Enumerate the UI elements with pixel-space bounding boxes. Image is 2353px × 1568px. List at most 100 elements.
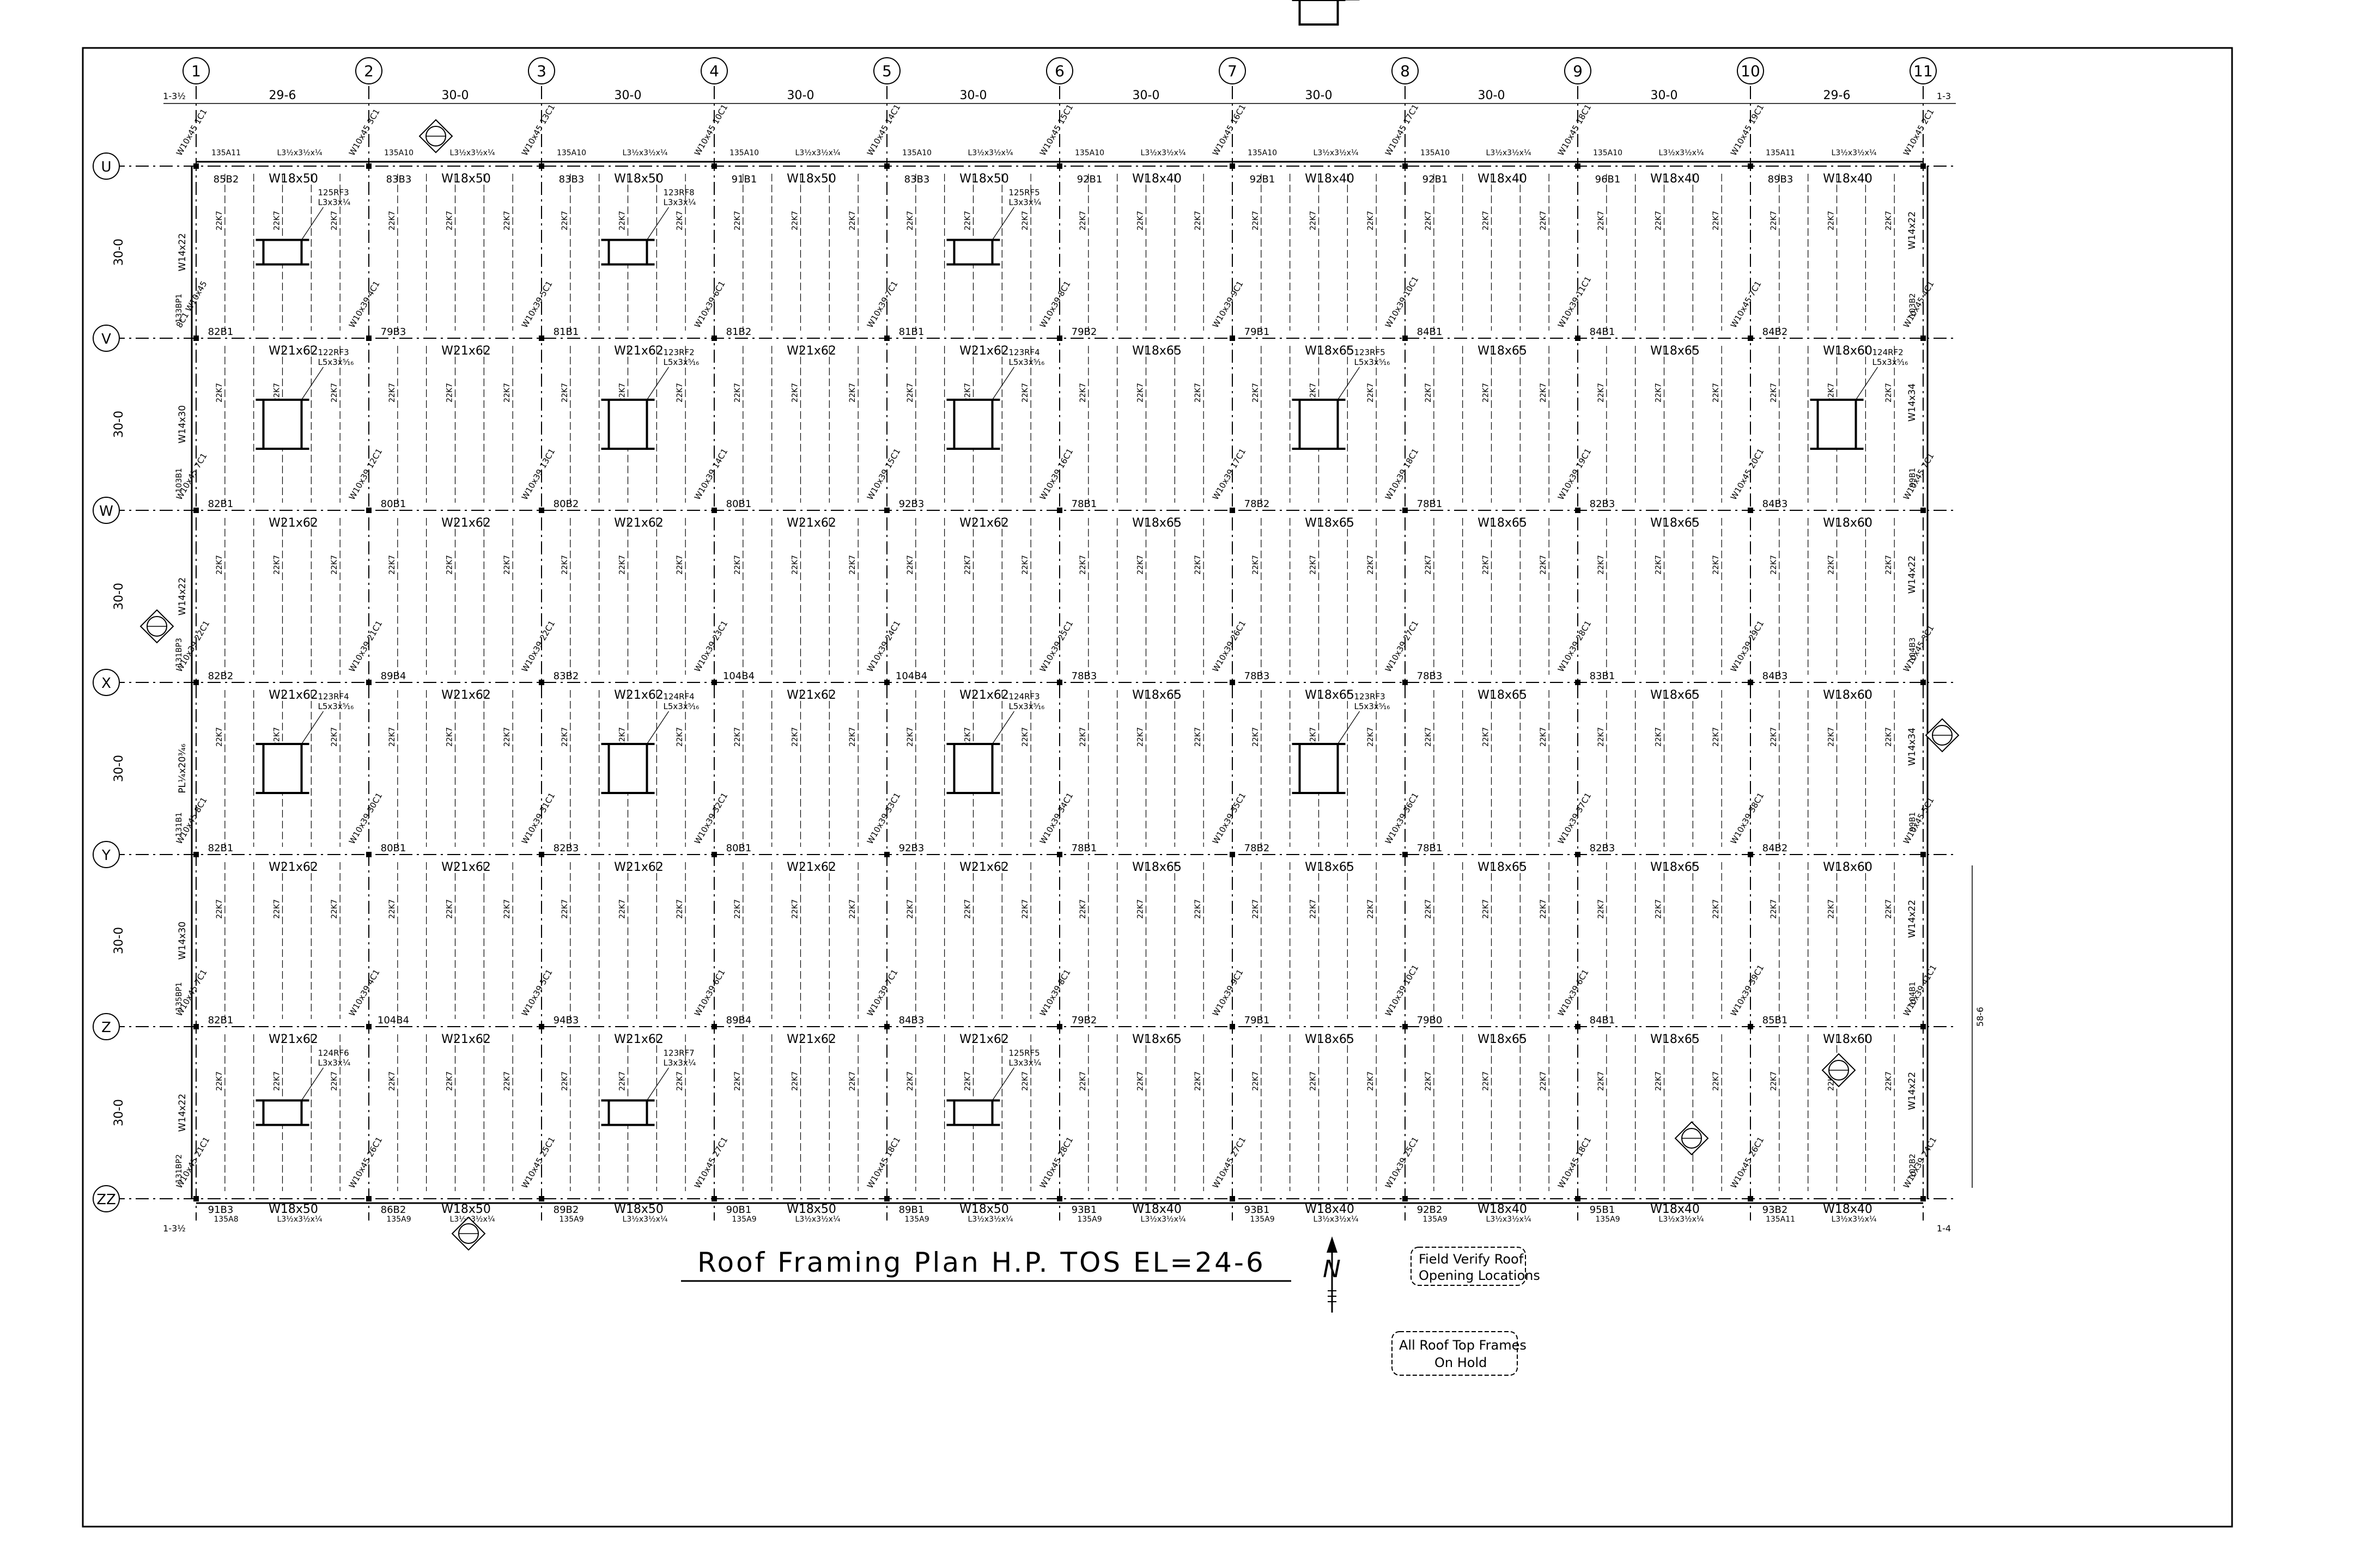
column-mark: W10x39 25C1	[1383, 1135, 1420, 1190]
joist-label: 22K7	[1655, 1071, 1663, 1091]
column-mark: W10x39 14C1	[692, 447, 729, 502]
joist-label: 22K7	[733, 211, 742, 230]
column-mark: W10x39 22C1	[520, 619, 557, 674]
joist-label: 22K7	[1597, 1071, 1606, 1091]
row-bubble-label-W: W	[99, 503, 113, 520]
joist-label: 22K7	[1251, 1071, 1260, 1091]
joist-label: 22K7	[1655, 555, 1663, 575]
girder-label: W21x62	[269, 344, 318, 358]
column-symbol	[1920, 335, 1926, 341]
joist-label: 22K7	[1770, 727, 1778, 747]
girder-label: W18x60	[1823, 516, 1872, 530]
edge-bottom-mark: 135A9	[904, 1215, 929, 1224]
field-verify-note-box	[1410, 1247, 1526, 1286]
column-bubble-label-8: 8	[1400, 62, 1410, 80]
beam-mark: 79B1	[1244, 326, 1270, 338]
joist-label: 22K7	[1770, 899, 1778, 919]
joist-label: 22K7	[1597, 383, 1606, 402]
joist-label: 22K7	[1539, 211, 1548, 230]
column-symbol	[884, 335, 890, 341]
column-spacing-2: 30-0	[442, 89, 469, 102]
girder-label: W21x62	[959, 861, 1009, 874]
frame-leader	[647, 1067, 669, 1101]
girder-label: W21x62	[787, 861, 836, 874]
girder-label: W21x62	[787, 688, 836, 702]
column-symbol	[1402, 680, 1408, 685]
joist-label: 22K7	[1136, 555, 1145, 575]
column-symbol	[1748, 1024, 1753, 1029]
column-symbol	[1057, 1196, 1062, 1201]
girder-label: W18x50	[269, 172, 318, 186]
beam-mark: 85B2	[214, 174, 239, 185]
joist-label: 22K7	[330, 555, 339, 575]
joist-label: 22K7	[1884, 555, 1893, 575]
column-symbol	[712, 163, 717, 169]
column-symbol	[366, 852, 372, 857]
joist-label: 22K7	[1366, 727, 1375, 747]
girder-label: W18x65	[1132, 516, 1182, 530]
girder-label: W18x65	[1305, 1033, 1354, 1046]
joist-label: 22K7	[1079, 1071, 1087, 1091]
right-edge-member: W14x34	[1907, 728, 1918, 766]
joist-label: 22K7	[1309, 727, 1318, 747]
joist-label: 22K7	[964, 727, 972, 747]
joist-label: 22K7	[1079, 555, 1087, 575]
column-mark: W10x45 7C1	[1729, 279, 1764, 330]
joist-label: 22K7	[1309, 1071, 1318, 1091]
right-dimension-label: 58-6	[1975, 1007, 1985, 1027]
grid-lines	[112, 86, 1956, 1221]
edge-bottom-angle: L3½x3½x¼	[795, 1215, 841, 1224]
beam-mark: 82B3	[554, 843, 579, 854]
frame-leader	[301, 367, 324, 400]
joist-label: 22K7	[1884, 1071, 1893, 1091]
beam-mark: 83B2	[554, 670, 579, 682]
edge-top-angle: L3½x3½x¼	[1486, 149, 1531, 157]
column-symbol	[884, 1024, 890, 1029]
frame-mark: 123RF4	[318, 692, 349, 701]
beam-mark: 84B1	[1417, 326, 1443, 338]
column-symbol	[1920, 508, 1926, 513]
roof-opening-frame	[262, 1099, 303, 1126]
beam-mark: 94B3	[554, 1015, 579, 1026]
joist-label: 22K7	[1712, 383, 1720, 402]
girder-label: W21x62	[787, 1033, 836, 1046]
girder-label: W18x50	[787, 172, 836, 186]
joist-label: 22K7	[848, 1071, 857, 1091]
girder-label: W18x65	[1650, 1033, 1700, 1046]
column-mark: W10x39 32C1	[692, 791, 729, 846]
frame-angle-size: L5x3x⁵⁄₁₆	[318, 357, 354, 367]
beam-mark: 82B1	[208, 326, 234, 338]
girder-label: W18x65	[1478, 516, 1527, 530]
frame-leader	[992, 1067, 1014, 1101]
row-bubble-label-U: U	[101, 159, 111, 175]
column-symbol	[1402, 1024, 1408, 1029]
column-symbol	[366, 680, 372, 685]
frame-leader	[992, 711, 1014, 745]
joist-label: 22K7	[1712, 555, 1720, 575]
left-edge-member: PL¼x20¾₆	[177, 743, 188, 793]
column-mark: W10x45 17C1	[1383, 102, 1420, 157]
frame-angle-size: L5x3x⁵⁄₁₆	[664, 701, 700, 711]
column-symbol	[1575, 1196, 1580, 1201]
row-bubble-ZZ	[93, 1185, 120, 1212]
left-edge-member: W14x22	[177, 577, 188, 615]
joist-label: 22K7	[848, 211, 857, 230]
joist-label: 22K7	[1712, 211, 1720, 230]
beam-mark: 80B1	[726, 843, 752, 854]
joist-label: 22K7	[330, 1071, 339, 1091]
joist-label: 22K7	[1021, 727, 1030, 747]
edge-bottom-angle: L3½x3½x¼	[623, 1215, 668, 1224]
left-edge-mark: 103B1	[175, 468, 184, 492]
joist-label: 22K7	[1366, 383, 1375, 402]
row-bubble-Z	[93, 1013, 120, 1040]
joist-label: 22K7	[1021, 555, 1030, 575]
joist-label: 22K7	[791, 555, 800, 575]
beam-mark: 92B1	[1250, 174, 1275, 185]
joist-label: 22K7	[215, 1071, 224, 1091]
column-symbol	[1230, 335, 1235, 341]
joist-label: 22K7	[446, 383, 454, 402]
left-edge-mark: 135BP1	[175, 982, 184, 1011]
joist-label: 22K7	[1251, 211, 1260, 230]
column-symbol	[366, 1024, 372, 1029]
